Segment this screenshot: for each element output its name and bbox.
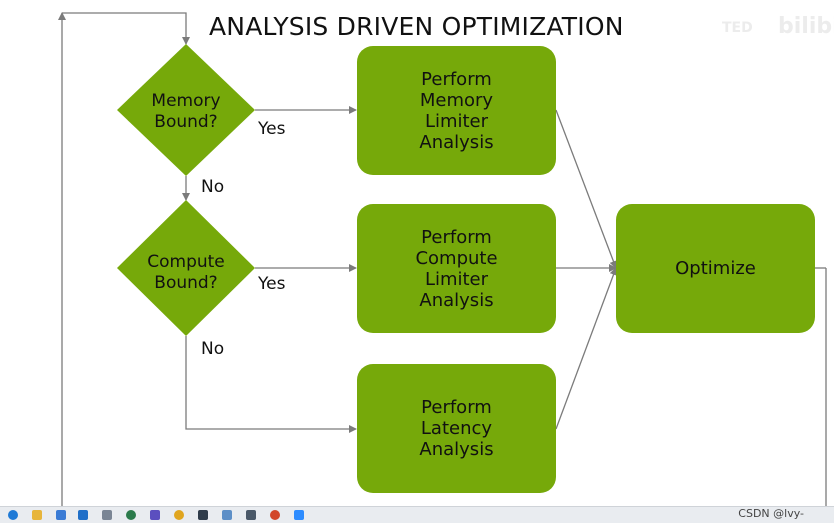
loop-top-line [62, 12, 190, 45]
latency-analysis-box: Perform Latency Analysis [357, 364, 556, 493]
page-title: ANALYSIS DRIVEN OPTIMIZATION [209, 12, 624, 41]
store-icon[interactable] [56, 510, 66, 520]
compute-no-label: No [201, 339, 225, 359]
watermark-bilibili: bilibi [778, 14, 834, 39]
memory-bound-diamond [117, 44, 255, 176]
mail-icon[interactable] [78, 510, 88, 520]
settings-icon[interactable] [126, 510, 136, 520]
memory-yes-label: Yes [258, 119, 286, 139]
compute-no-arrow [185, 336, 357, 433]
terminal-icon[interactable] [198, 510, 208, 520]
compute-bound-diamond [117, 200, 255, 336]
optimize-box: Optimize [616, 204, 815, 333]
zoom-icon[interactable] [294, 510, 304, 520]
compute-bound-label: Compute Bound? [147, 252, 225, 293]
file-explorer-icon[interactable] [32, 510, 42, 520]
edge-icon[interactable] [8, 510, 18, 520]
printer-icon[interactable] [246, 510, 256, 520]
memory-bound-label: Memory Bound? [151, 91, 221, 132]
compute-yes-label: Yes [258, 274, 286, 294]
notepad-icon[interactable] [222, 510, 232, 520]
compute-limiter-analysis-box: Perform Compute Limiter Analysis [357, 204, 556, 333]
memory-to-optimize-arrow [555, 109, 618, 269]
credit-text: CSDN @lvy- [738, 507, 804, 520]
powerpoint-icon[interactable] [270, 510, 280, 520]
latency-to-optimize-arrow [555, 267, 618, 430]
watermark-ted: TED [722, 20, 753, 36]
memory-no-label: No [201, 177, 225, 197]
teams-icon[interactable] [150, 510, 160, 520]
chrome-icon[interactable] [174, 510, 184, 520]
memory-limiter-analysis-box: Perform Memory Limiter Analysis [357, 46, 556, 175]
taskbar: CSDN @lvy- [0, 506, 834, 523]
network-icon[interactable] [102, 510, 112, 520]
